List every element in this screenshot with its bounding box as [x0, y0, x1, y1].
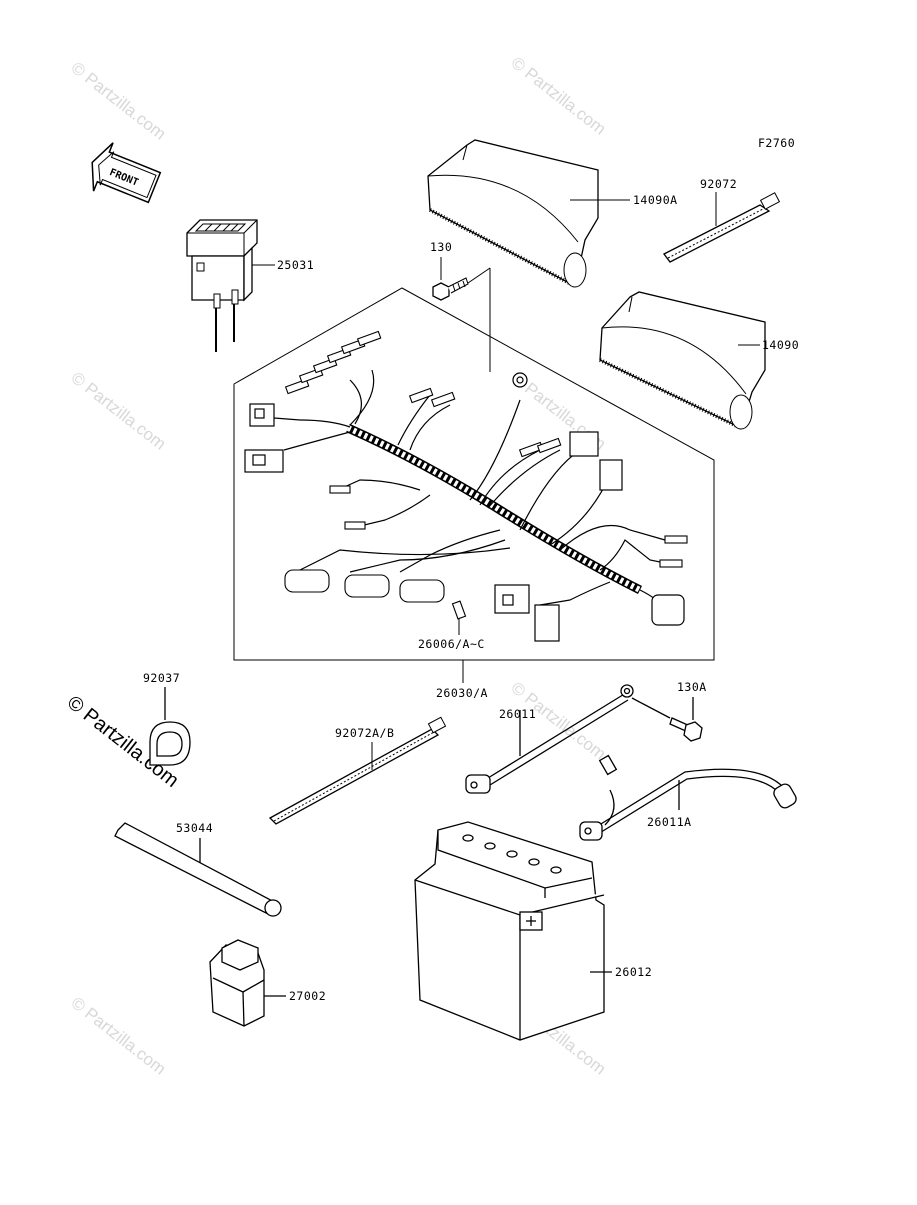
watermark: © Partzilla.com [68, 368, 170, 454]
part-label-26006: 26006/A~C [418, 637, 485, 651]
cable-26011A [579, 754, 797, 841]
harness-connectors [244, 372, 685, 642]
part-label-25031: 25031 [277, 258, 314, 272]
tube-53044 [114, 822, 282, 917]
cover-part-14090 [599, 291, 766, 430]
watermark: © Partzilla.com [68, 993, 170, 1079]
part-label-26011A: 26011A [647, 815, 692, 829]
part-label-92072AB: 92072A/B [335, 726, 394, 740]
figure-code: F2760 [758, 136, 795, 150]
relay-27002 [209, 939, 286, 1027]
battery-26012 [414, 821, 612, 1041]
main-wiring-harness [273, 369, 666, 611]
watermark: © Partzilla.com [508, 53, 610, 139]
hour-meter-part [186, 219, 275, 352]
part-label-130A: 130A [677, 680, 707, 694]
part-label-14090: 14090 [762, 338, 799, 352]
watermark: © Partzilla.com [68, 58, 170, 144]
front-arrow-icon: FRONT [91, 142, 162, 204]
cable-tie-92072AB [268, 716, 447, 825]
part-label-27002: 27002 [289, 989, 326, 1003]
clip-92037 [149, 687, 191, 766]
part-label-53044: 53044 [176, 821, 213, 835]
part-label-26012: 26012 [615, 965, 652, 979]
part-label-26030: 26030/A [436, 686, 488, 700]
harness-group-outline [233, 287, 715, 661]
part-label-14090A: 14090A [633, 193, 678, 207]
bolt-130 [432, 257, 491, 372]
cable-26011 [465, 684, 671, 794]
part-label-92072: 92072 [700, 177, 737, 191]
bolt-130A [669, 697, 703, 742]
clamp-band-92072 [663, 192, 781, 263]
harness-terminals [284, 330, 688, 620]
part-label-130: 130 [430, 240, 452, 254]
part-label-26011: 26011 [499, 707, 536, 721]
cover-part-14090A [427, 139, 630, 288]
part-label-92037: 92037 [143, 671, 180, 685]
